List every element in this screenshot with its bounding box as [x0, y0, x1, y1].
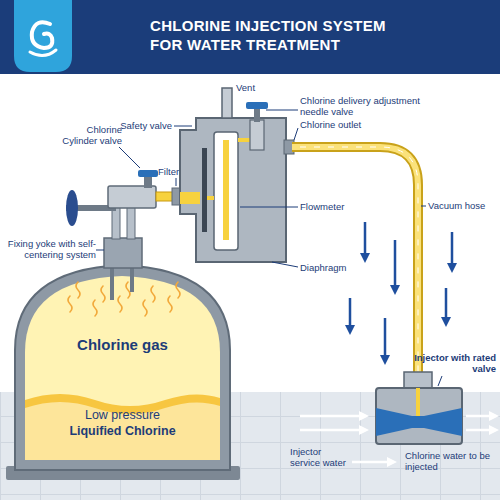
water-arrows-part	[300, 415, 364, 418]
gas-squiggle	[126, 282, 130, 298]
callout-label: Injector with rated valve	[404, 352, 496, 374]
cylinder-valve-part	[66, 190, 78, 226]
chlorine-cylinder-part	[25, 276, 220, 460]
cylinder-valve-part	[144, 176, 152, 188]
leader-lines-part	[438, 376, 442, 386]
leader-lines-part	[240, 207, 298, 208]
flow-arrows-part	[451, 232, 454, 268]
chlorine-cylinder-part	[15, 265, 230, 470]
chlorine-cylinder-part	[127, 205, 135, 239]
flow-arrows	[350, 222, 452, 360]
callout-label: Flowmeter	[300, 201, 380, 212]
callout-label: Vacuum hose	[428, 200, 496, 211]
water-arrows-part	[466, 415, 494, 418]
vacuum-regulator-part	[222, 88, 232, 118]
cylinder-text: Low pressure	[27, 408, 218, 424]
header-band-part	[0, 0, 500, 74]
cylinder-text: Chlorine gas	[27, 336, 218, 354]
vacuum-hose-part	[292, 147, 418, 386]
flow-arrows-part	[349, 298, 352, 330]
cylinder-valve-part	[172, 188, 180, 205]
injector	[376, 372, 462, 444]
chlorine-cylinder-part	[25, 394, 220, 460]
vacuum-regulator-part	[180, 118, 286, 262]
leader-lines-part	[272, 262, 298, 267]
callout-label: Injector service water	[290, 446, 352, 468]
vacuum-hose	[292, 147, 418, 386]
injector-part	[416, 388, 420, 416]
gas-squiggle	[151, 286, 155, 302]
callout-label: Chlorine outlet	[300, 119, 420, 130]
vacuum-regulator-part	[246, 102, 268, 109]
vacuum-regulator-part	[180, 192, 200, 204]
callout-label: Vent	[236, 82, 276, 93]
chlorine-cylinder-part	[25, 402, 220, 460]
flow-arrows-part	[445, 288, 448, 322]
vacuum-regulator-part	[223, 140, 229, 240]
callout-label: Chlorine delivery adjustment needle valv…	[300, 95, 450, 117]
gas-squiggle	[118, 296, 122, 312]
vacuum-regulator-part	[202, 148, 207, 232]
cylinder-contents: Chlorine gasLow pressureLiquified Chlori…	[27, 300, 218, 458]
water-arrows-part	[466, 429, 494, 432]
gas-squiggle	[76, 282, 80, 298]
chlorine-cylinder-part	[104, 238, 142, 268]
callout-label: Fixing yoke with self-centering system	[4, 238, 96, 260]
leader-lines-part	[96, 250, 104, 251]
header-band	[0, 0, 500, 74]
vacuum-regulator-part	[254, 108, 260, 122]
chlorine-cylinder-part	[112, 268, 132, 300]
gas-squiggle	[143, 300, 147, 316]
cylinder-text: Liquified Chlorine	[27, 424, 218, 440]
header-band-part	[32, 22, 53, 48]
vacuum-hose-part	[300, 147, 418, 380]
vacuum-regulator-part	[250, 120, 264, 150]
gas-squiggle	[93, 300, 97, 316]
cylinder-valve-part	[108, 186, 156, 208]
gas-squiggle	[176, 282, 180, 298]
vacuum-regulator-part	[214, 132, 238, 250]
flow-arrows-part	[394, 240, 397, 290]
callout-label: Chlorine Cylinder valve	[52, 124, 122, 146]
callout-label: Filter	[158, 166, 198, 177]
flow-arrows-part	[364, 222, 367, 258]
water-arrows-part	[352, 461, 392, 464]
chlorine-cylinder-part	[68, 282, 180, 316]
cylinder-valve-part	[138, 170, 158, 177]
leader-lines-part	[294, 128, 298, 140]
cylinder-valve	[66, 170, 180, 226]
gas-squiggle	[101, 286, 105, 302]
gas-squiggle	[68, 296, 72, 312]
leader-lines-part	[266, 110, 298, 111]
callout-label: Chlorine water to be injected	[405, 450, 495, 472]
vacuum-regulator	[180, 88, 294, 262]
leader-lines-part	[421, 206, 426, 207]
leader-lines-part	[176, 178, 177, 186]
callout-label: Diaphragm	[300, 262, 380, 273]
injector-part	[404, 372, 432, 388]
header-band-part	[14, 0, 72, 72]
injector-part	[376, 388, 462, 444]
leader-lines-part	[119, 147, 140, 168]
header-band-part	[30, 50, 56, 56]
gas-squiggle	[168, 296, 172, 312]
leader-lines-part	[174, 126, 192, 127]
title: CHLORINE INJECTION SYSTEM FOR WATER TREA…	[150, 16, 410, 54]
vacuum-hose-part	[292, 147, 418, 386]
flow-arrows-part	[384, 318, 387, 360]
water-arrows-part	[300, 429, 364, 432]
